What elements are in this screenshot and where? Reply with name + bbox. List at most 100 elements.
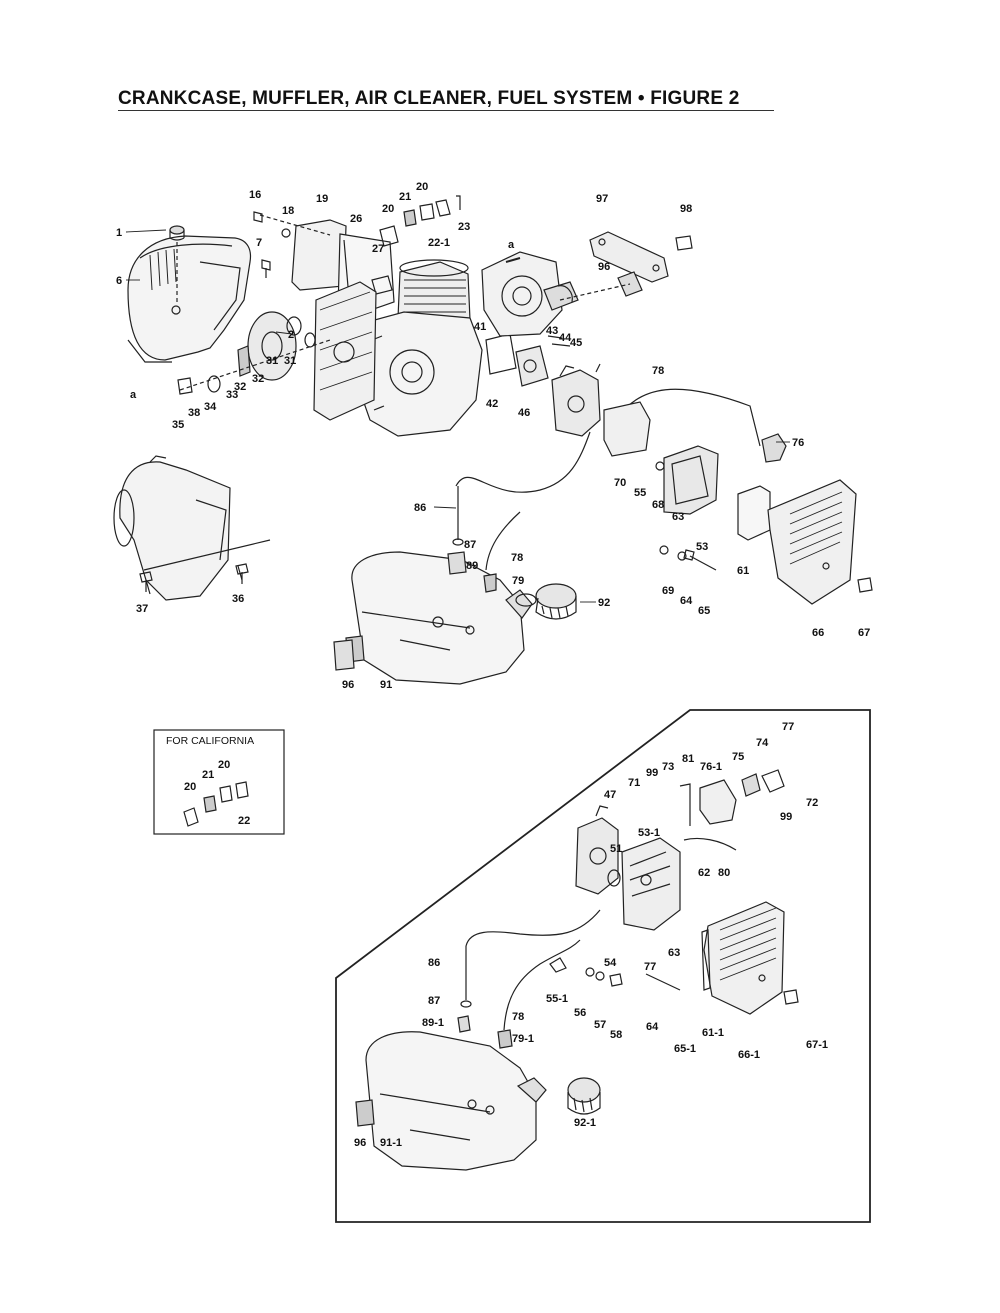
main-callouts: 1 6 a 16 18 7 2 19 26 20 21 20 27 23 22-… (116, 181, 870, 691)
title-underline (118, 110, 774, 111)
cap-drawing (169, 225, 185, 305)
callout: 61-1 (702, 1027, 724, 1039)
callout: 54 (604, 957, 617, 969)
callout: 71 (628, 777, 640, 789)
callout: 69 (662, 585, 674, 597)
air-cleaner-case-drawing (655, 445, 719, 515)
callout: 21 (399, 191, 411, 203)
callout: 53 (696, 541, 708, 553)
callout: 22-1 (428, 237, 450, 249)
callout: 86 (428, 957, 440, 969)
air-cleaner-bracket-drawing (603, 401, 651, 457)
air-filter-drawing (737, 485, 771, 541)
gasket-set-drawing (371, 195, 461, 295)
callout: 78 (511, 552, 523, 564)
callout: 56 (574, 1007, 586, 1019)
callout: 32 (252, 373, 264, 385)
callout: 98 (680, 203, 692, 215)
callout: 51 (610, 843, 622, 855)
callout: 20 (416, 181, 428, 193)
callout: 76 (792, 437, 804, 449)
callout: 38 (188, 407, 200, 419)
callout: 62 (698, 867, 710, 879)
callout: 92 (598, 597, 610, 609)
callout: 96 (598, 261, 610, 273)
carburetor-drawing (551, 363, 601, 437)
callout: 86 (414, 502, 426, 514)
callout: 53-1 (638, 827, 660, 839)
screw-36-drawing (235, 563, 249, 584)
callout: 55-1 (546, 993, 568, 1005)
callout: 18 (282, 205, 294, 217)
flywheel-clutch-drawing (177, 281, 377, 421)
callout: 65-1 (674, 1043, 696, 1055)
callout: 55 (634, 487, 646, 499)
callout: 2 (288, 329, 294, 341)
handle-bracket-drawing (559, 231, 693, 301)
callout: 44 (559, 332, 572, 344)
callout: 23 (458, 221, 470, 233)
callout: 66 (812, 627, 824, 639)
callout: a (130, 389, 137, 401)
fuel-cap-drawing (535, 583, 577, 620)
callout: 80 (718, 867, 730, 879)
callout: 41 (474, 321, 486, 333)
inset-cover-drawing (701, 901, 785, 1015)
callout: 19 (316, 193, 328, 205)
callout: 76-1 (700, 761, 722, 773)
callout: 65 (698, 605, 710, 617)
inset-fuel-lines-drawing (457, 909, 601, 1049)
inset-hose-drawing (683, 837, 737, 851)
callout: 35 (172, 419, 184, 431)
callout: 68 (652, 499, 664, 511)
callout: 36 (232, 593, 244, 605)
callout: 77 (782, 721, 794, 733)
clutch-housing-drawing (113, 455, 271, 601)
callout: 66-1 (738, 1049, 760, 1061)
inset-fuel-tank-drawing (355, 1031, 547, 1171)
callout: 67-1 (806, 1039, 828, 1051)
engine-cover-drawing (127, 235, 252, 363)
callout: 87 (428, 995, 440, 1007)
inset-box (335, 709, 871, 1223)
callout: 43 (546, 325, 558, 337)
fuel-tank-drawing (345, 551, 537, 685)
callout: 46 (518, 407, 530, 419)
california-gaskets-drawing (183, 781, 249, 827)
callout: 20 (382, 203, 394, 215)
screw-7-drawing (261, 259, 271, 278)
callout: 97 (596, 193, 608, 205)
callout: 91 (380, 679, 392, 691)
california-box-title: FOR CALIFORNIA (166, 735, 254, 747)
callout: 96 (354, 1137, 366, 1149)
inset-carburetor-drawing (575, 805, 619, 895)
callout: 42 (486, 398, 498, 410)
callout: 78 (512, 1011, 524, 1023)
callout: 77 (644, 961, 656, 973)
starter-housing-drawing (481, 251, 579, 337)
choke-knob-drawing (761, 433, 787, 463)
callout: 20 (184, 781, 196, 793)
inset-screw-drawing (783, 989, 799, 1005)
fuel-line-drawing (447, 431, 591, 593)
air-cleaner-fasteners-drawing (659, 545, 717, 571)
callout: 87 (464, 539, 476, 551)
callout: 63 (672, 511, 684, 523)
callout: 70 (614, 477, 626, 489)
callout: 73 (662, 761, 674, 773)
callout: 47 (604, 789, 616, 801)
callout: 72 (806, 797, 818, 809)
callout: 26 (350, 213, 362, 225)
callout: 96 (342, 679, 354, 691)
callout: 92-1 (574, 1117, 596, 1129)
callout: 99 (646, 767, 658, 779)
callout: 57 (594, 1019, 606, 1031)
callout: 79 (512, 575, 524, 587)
intake-parts-drawing (485, 333, 571, 387)
callout: 1 (116, 227, 122, 239)
callout: 74 (756, 737, 769, 749)
inset-fasteners-drawing (549, 957, 681, 991)
screw-37-drawing (139, 571, 153, 592)
callout: 64 (646, 1021, 659, 1033)
